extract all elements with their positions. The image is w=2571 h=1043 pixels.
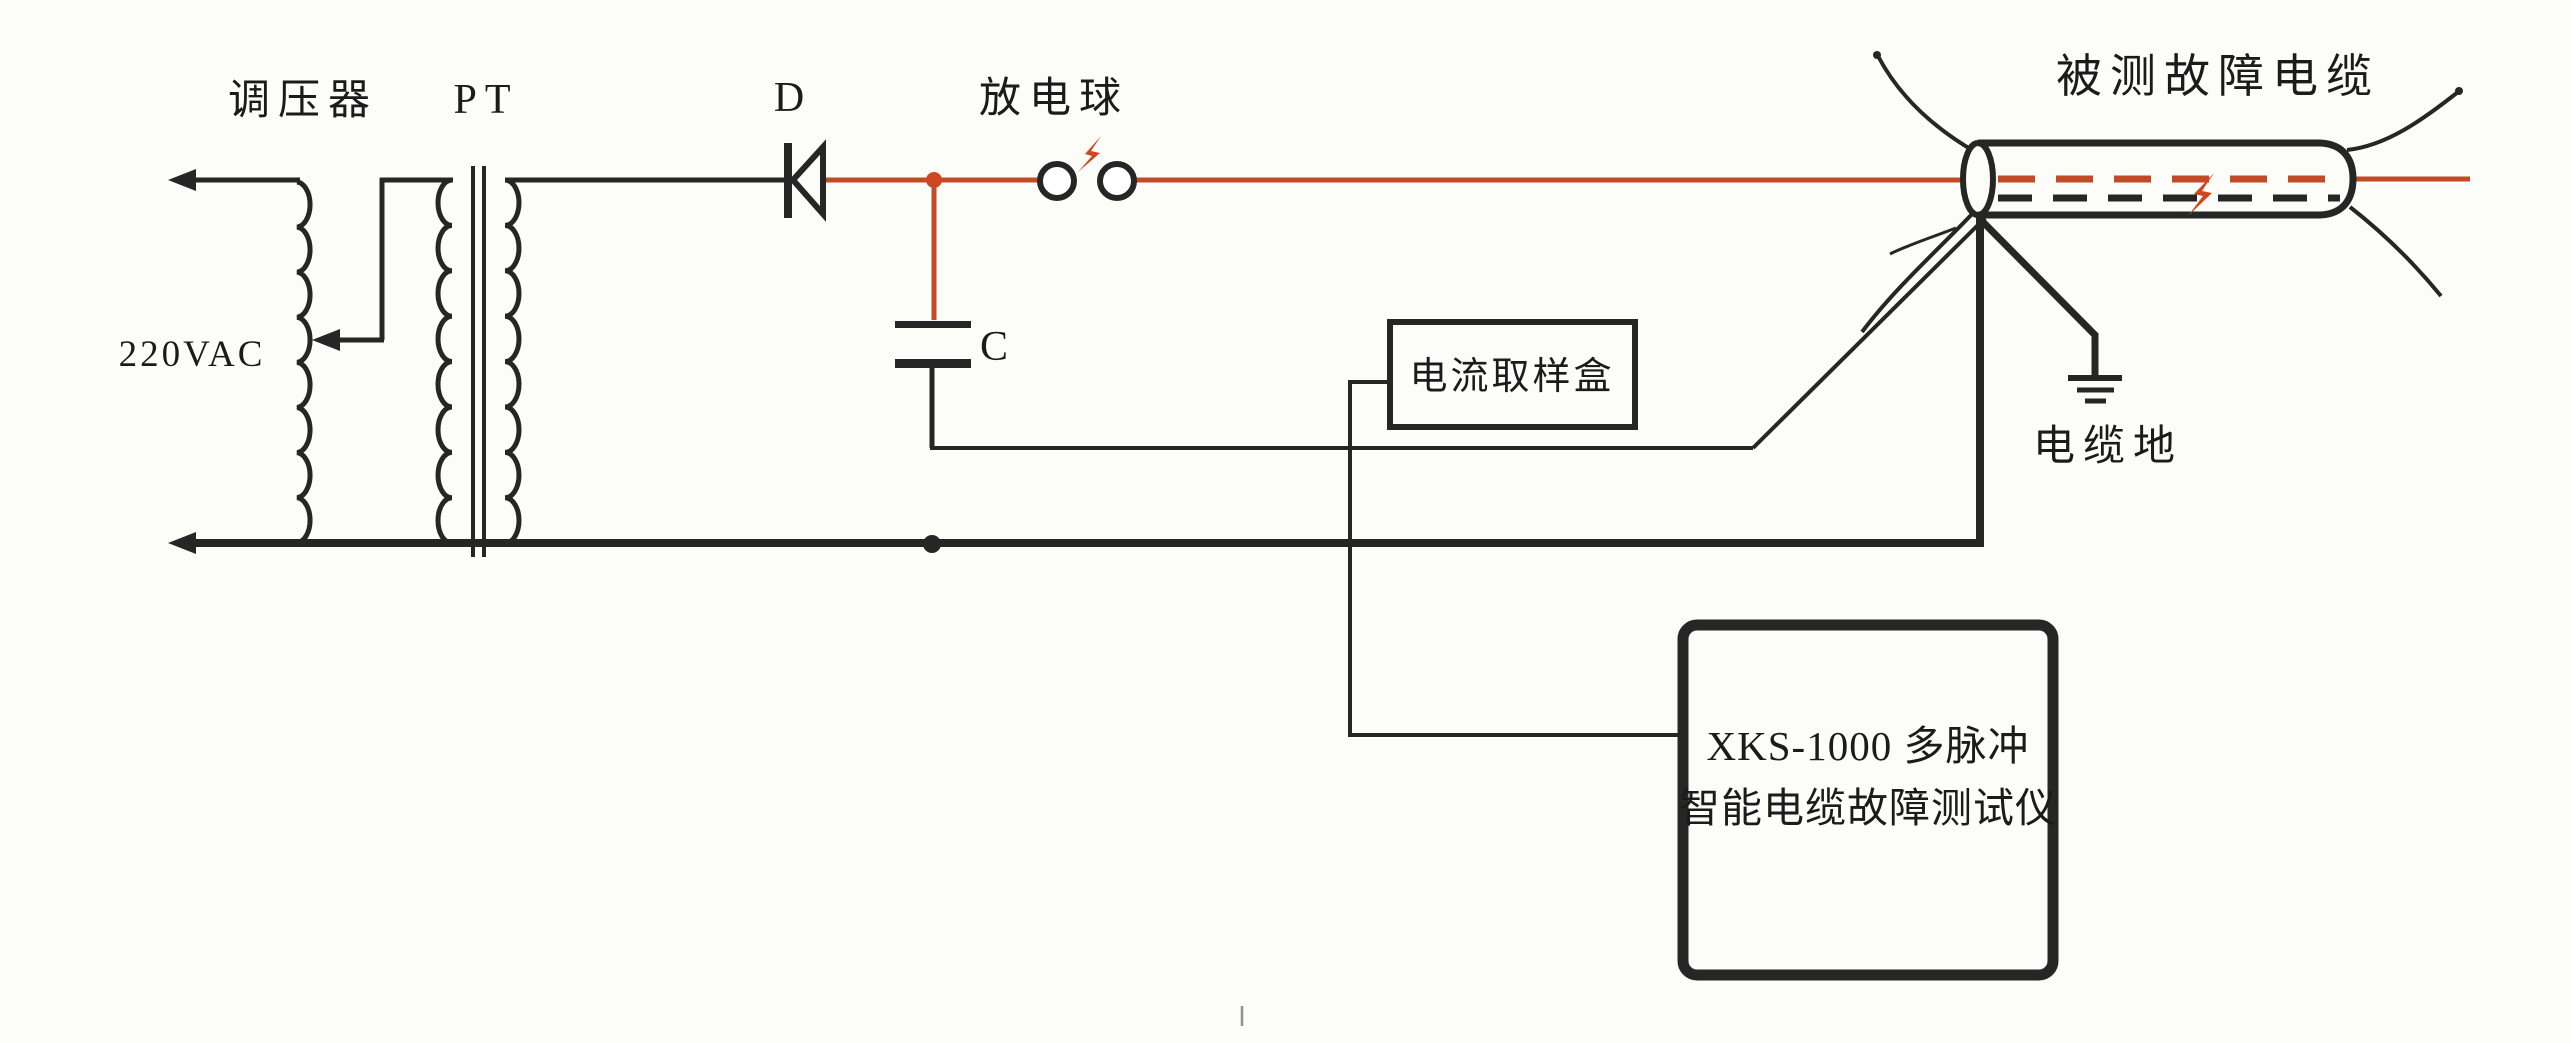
top-left-arrow-icon — [168, 169, 196, 191]
faulty-cable-label: 被测故障电缆 — [2056, 51, 2380, 102]
discharge-balls-label: 放电球 — [979, 76, 1129, 122]
sampling-diagonal-wire — [1751, 216, 1987, 450]
cable-end-cap — [1960, 140, 1996, 218]
capacitor-bottom-plate — [895, 359, 971, 368]
diode-label: D — [774, 75, 812, 121]
sampling-box-to-tester-wire — [1348, 380, 1683, 737]
flare-right-top — [2346, 90, 2460, 152]
tester-box-outline — [1677, 619, 2059, 981]
bottom-left-arrow-icon — [168, 532, 196, 554]
flare-left-top-tip — [1873, 51, 1881, 59]
flare-right-bottom — [2348, 205, 2443, 298]
hv-wire — [826, 172, 2470, 320]
tester-box: XKS-1000 多脉冲 智能电缆故障测试仪 — [1677, 619, 2059, 981]
diode-triangle — [788, 139, 826, 222]
flare-left-bottom — [1860, 210, 1976, 334]
discharge-ball-left-icon — [1037, 161, 1077, 201]
voltage-regulator-coil — [296, 179, 313, 546]
capacitor — [895, 321, 971, 448]
sampling-box-label: 电流取样盒 — [1409, 356, 1614, 398]
regulator-label: 调压器 — [228, 78, 378, 124]
diode — [784, 139, 826, 222]
transformer-pt — [435, 166, 522, 557]
ground-diagonal-wire — [1976, 215, 2099, 339]
hv-junction-dot — [926, 172, 942, 188]
input-voltage-label: 220VAC — [119, 334, 266, 375]
return-wire-junction-dot — [923, 535, 941, 553]
regulator-winding — [296, 179, 313, 546]
ground-symbol-icon — [2068, 375, 2122, 404]
tester-label-line2: 智能电缆故障测试仪 — [1679, 785, 2057, 831]
flare-right-top-tip — [2455, 87, 2463, 95]
pt-primary-winding — [435, 177, 453, 546]
capacitor-label: C — [980, 324, 1016, 370]
flare-left-top — [1876, 55, 1974, 152]
component-labels: 调压器 PT 220VAC D 放电球 C 被测故障电缆 — [119, 51, 2380, 375]
capacitor-top-plate — [895, 321, 971, 328]
discharge-ball-right-icon — [1097, 161, 1137, 201]
pt-label: PT — [453, 77, 518, 123]
spark-bolt-icon — [1078, 136, 1101, 172]
wiper-arrow-icon — [312, 329, 340, 351]
sampling-box-outline — [1387, 319, 1638, 430]
faulty-cable — [1860, 51, 2463, 334]
supply-wiring — [168, 169, 1984, 554]
fault-bolt-icon — [2188, 173, 2214, 216]
pt-secondary-winding — [504, 177, 522, 546]
discharge-gap — [1037, 136, 1137, 201]
cable-body — [1978, 139, 2357, 219]
cable-ground-label: 电缆地 — [2033, 424, 2183, 470]
tester-label-line1: XKS-1000 多脉冲 — [1707, 723, 2030, 769]
cable-ground-branch: 电缆地 — [1976, 215, 2183, 470]
flare-left-hook — [1889, 226, 1957, 256]
measurement-wiring — [930, 216, 1987, 737]
current-sampling-box: 电流取样盒 — [1387, 319, 1638, 430]
